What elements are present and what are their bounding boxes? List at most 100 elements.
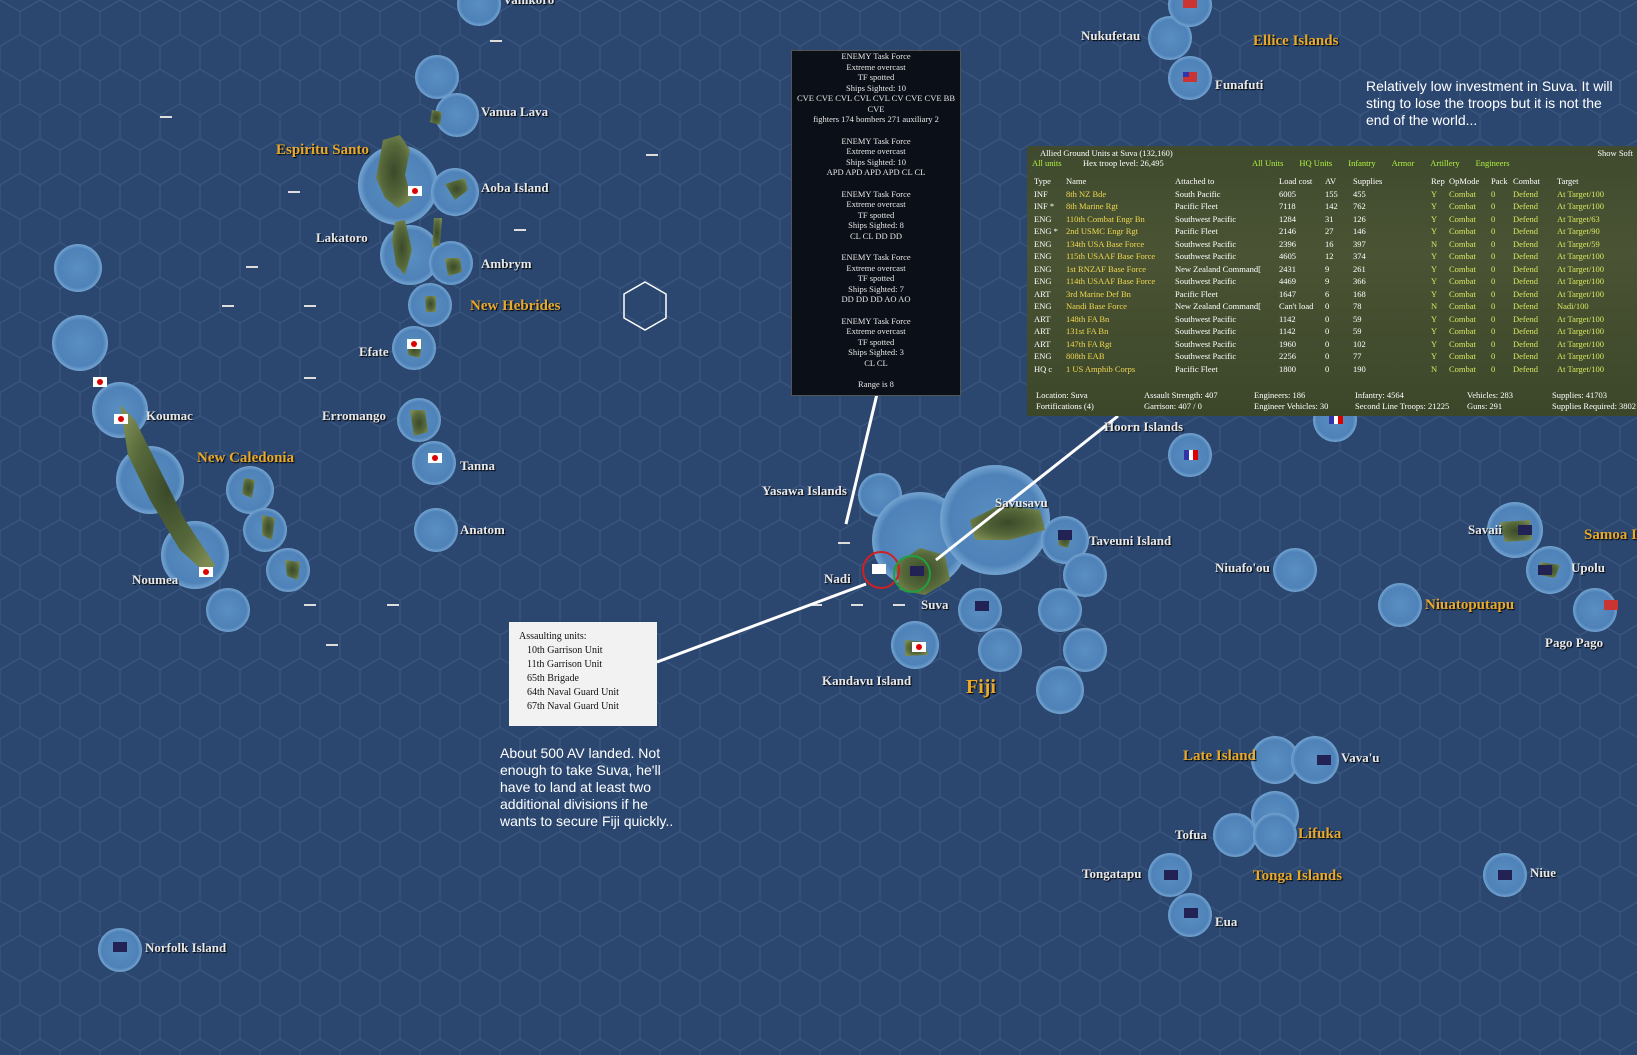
label-ambrym: Ambrym	[481, 256, 532, 271]
filter-infantry[interactable]: Infantry	[1348, 158, 1376, 168]
table-cell: At Target/100	[1557, 288, 1605, 299]
label-erromango: Erromango	[322, 408, 387, 423]
suva-battle-marker[interactable]	[862, 551, 931, 593]
table-cell: Combat	[1449, 226, 1476, 237]
filter-artillery[interactable]: Artillery	[1430, 158, 1460, 168]
table-cell: Y	[1431, 251, 1438, 262]
table-cell: Y	[1431, 276, 1438, 287]
table-cell: Defend	[1513, 238, 1539, 249]
task-force-sighted: Ships Sighted: 7	[848, 283, 904, 294]
table-cell: ENG	[1034, 351, 1052, 362]
label-vavau: Vava'u	[1341, 750, 1380, 765]
table-cell: 808th EAB	[1066, 351, 1105, 362]
task-force-ships: CVE CVE CVL CVL CVL CV CVE CVE BB CVE	[796, 93, 956, 114]
table-cell: Y	[1431, 313, 1438, 324]
task-force-weather: Extreme overcast	[846, 262, 906, 273]
task-force-status: TF spotted	[857, 273, 895, 283]
table-cell: ENG	[1034, 263, 1052, 274]
ship-markers[interactable]	[160, 40, 905, 646]
table-cell: 0	[1491, 338, 1496, 349]
table-cell: Pacific Fleet	[1175, 226, 1218, 237]
unit-filters: All Units HQ Units Infantry Armor Artillery E…	[1252, 158, 1526, 168]
footer-guns: Guns: 291	[1467, 401, 1503, 411]
show-soft-link[interactable]: Show Soft	[1597, 148, 1633, 158]
column-header[interactable]: Target	[1557, 176, 1579, 187]
filter-engineers[interactable]: Engineers	[1475, 158, 1510, 168]
table-cell: Defend	[1513, 276, 1539, 287]
table-cell: Combat	[1449, 238, 1476, 249]
column-header[interactable]: Combat	[1513, 176, 1540, 187]
range-text: Range is 8	[858, 379, 894, 389]
label-vanikoro: Vanikoro	[503, 0, 554, 8]
filter-armor[interactable]: Armor	[1391, 158, 1415, 168]
label-eua: Eua	[1215, 914, 1238, 929]
table-cell: 9	[1325, 276, 1330, 287]
table-cell: 148th FA Bn	[1066, 313, 1110, 324]
callout-lines	[656, 393, 1119, 664]
label-suva: Suva	[921, 597, 949, 612]
table-cell: Defend	[1513, 338, 1539, 349]
filter-hq-units[interactable]: HQ Units	[1299, 158, 1333, 168]
footer-fortifications: Fortifications (4)	[1036, 401, 1094, 411]
column-header[interactable]: Load cost	[1279, 176, 1313, 187]
table-cell: 59	[1353, 313, 1362, 324]
label-koumac: Koumac	[146, 408, 193, 423]
label-anatom: Anatom	[460, 522, 505, 537]
table-cell: N	[1431, 238, 1438, 249]
table-cell: INF *	[1034, 201, 1055, 212]
table-cell: At Target/100	[1557, 251, 1605, 262]
table-cell: 9	[1325, 263, 1330, 274]
table-cell: Defend	[1513, 213, 1539, 224]
label-savusavu: Savusavu	[995, 495, 1048, 510]
table-cell: ART	[1034, 288, 1051, 299]
table-cell: 77	[1353, 351, 1362, 362]
column-header[interactable]: OpMode	[1449, 176, 1480, 187]
table-cell: 397	[1353, 238, 1366, 249]
column-header[interactable]: Pack	[1491, 176, 1508, 187]
label-norfolk-island: Norfolk Island	[145, 940, 227, 955]
column-header[interactable]: AV	[1325, 176, 1337, 187]
label-espiritu-santo: Espiritu Santo	[276, 142, 369, 158]
column-header[interactable]: Supplies	[1353, 176, 1383, 187]
table-cell: At Target/100	[1557, 276, 1605, 287]
task-force-sighted: Ships Sighted: 8	[848, 220, 904, 230]
table-cell: 59	[1353, 326, 1362, 337]
filter-all-units[interactable]: All Units	[1252, 158, 1284, 168]
table-cell: 0	[1491, 213, 1496, 224]
column-header[interactable]: Rep	[1431, 176, 1445, 187]
table-cell: 1142	[1279, 326, 1296, 337]
column-header[interactable]: Attached to	[1175, 176, 1215, 187]
table-cell: 115th USAAF Base Force	[1066, 251, 1156, 262]
task-force-status: TF spotted	[857, 209, 895, 220]
table-cell: New Zealand Command[	[1175, 263, 1261, 274]
all-units-link[interactable]: All units	[1032, 158, 1062, 168]
task-force-title: ENEMY Task Force	[841, 252, 911, 262]
label-funafuti: Funafuti	[1215, 77, 1264, 92]
task-force-weather: Extreme overcast	[846, 61, 906, 72]
column-header[interactable]: Name	[1066, 176, 1087, 187]
flags	[93, 0, 1618, 952]
label-new-hebrides: New Hebrides	[470, 298, 561, 314]
table-cell: Defend	[1513, 288, 1539, 299]
column-header[interactable]: Type	[1034, 176, 1051, 187]
table-cell: 261	[1353, 263, 1366, 274]
hex-cursor[interactable]	[623, 281, 667, 331]
table-cell: 0	[1491, 313, 1496, 324]
table-cell: At Target/59	[1557, 238, 1600, 249]
